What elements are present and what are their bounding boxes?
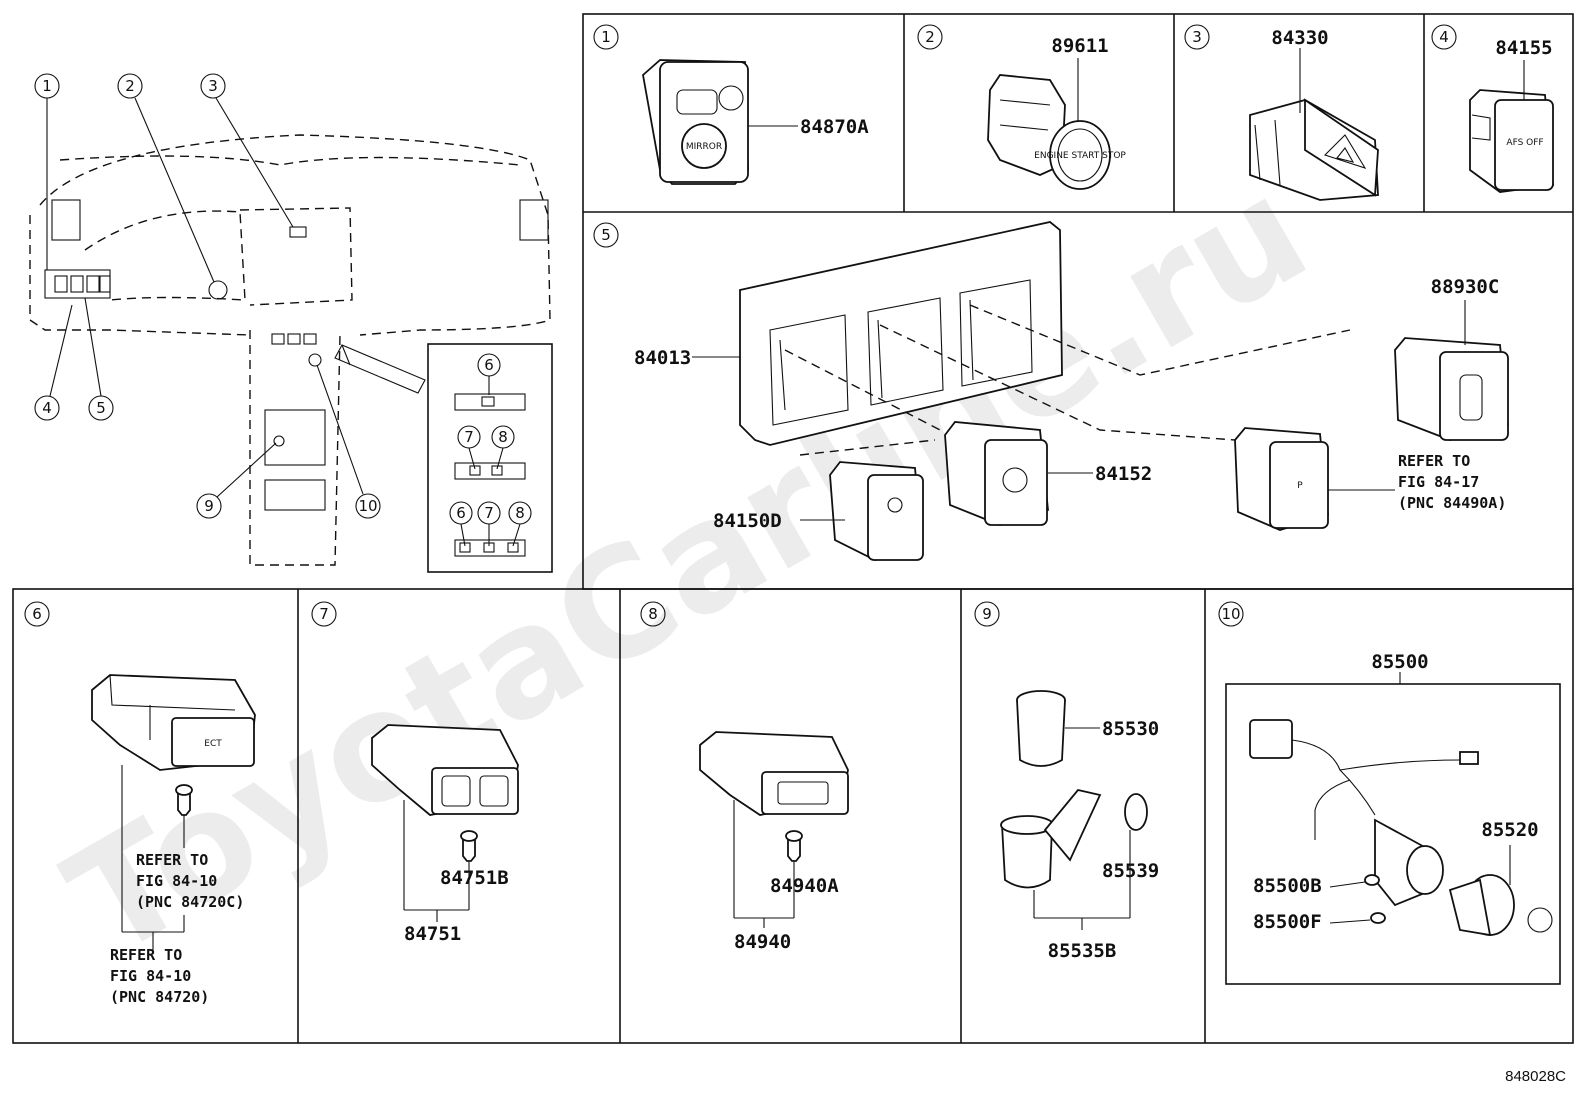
part-84155: 84155: [1495, 37, 1552, 59]
callout-5: 5: [96, 399, 106, 417]
svg-text:2: 2: [925, 28, 935, 46]
callout-9: 9: [204, 497, 214, 515]
svg-text:6: 6: [456, 504, 466, 522]
svg-text:P: P: [1297, 481, 1303, 491]
svg-text:9: 9: [982, 605, 992, 623]
panel5-refer-line2: FIG 84-17: [1398, 473, 1479, 491]
figure-code: 848028C: [1505, 1068, 1566, 1085]
callout-2: 2: [125, 77, 135, 95]
svg-text:ECT: ECT: [204, 739, 222, 749]
panel5-refer-line3: (PNC 84490A): [1398, 494, 1506, 512]
panel-9: 9 85530 85539 85535B: [974, 601, 1159, 962]
panel-3: 3 84330: [1184, 24, 1379, 201]
panel-7: 7 84751B 84751: [311, 601, 519, 945]
svg-text:7: 7: [484, 504, 494, 522]
panel6-refer-b-line3: (PNC 84720): [110, 988, 209, 1006]
part-85500B: 85500B: [1253, 875, 1322, 897]
callout-1: 1: [42, 77, 52, 95]
svg-text:6: 6: [484, 356, 494, 374]
svg-text:7: 7: [319, 605, 329, 623]
panel-6: 6 ECT REFER TO FIG 84-10 (PNC 84720C) RE…: [24, 601, 256, 1006]
part-89611: 89611: [1051, 35, 1108, 57]
panel6-refer-a-line1: REFER TO: [136, 851, 208, 869]
svg-text:8: 8: [498, 428, 508, 446]
svg-text:4: 4: [1439, 28, 1449, 46]
panel-5: 5 84013 84150D 84152 88930C P: [593, 221, 1509, 561]
panel-4: 4 AFS OFF 84155: [1431, 24, 1554, 193]
part-85500: 85500: [1371, 651, 1428, 673]
panel-8: 8 84940A 84940: [640, 601, 849, 953]
panel-1: 1 MIRROR 84870A: [593, 24, 869, 185]
part-85539: 85539: [1102, 860, 1159, 882]
svg-text:AFS OFF: AFS OFF: [1506, 138, 1543, 148]
callout-10: 10: [358, 497, 377, 515]
part-84940: 84940: [734, 931, 791, 953]
dashboard-overview: [29, 134, 551, 566]
callout-4: 4: [42, 399, 52, 417]
part-84330: 84330: [1271, 27, 1328, 49]
panel-10: 10 85500 85520 85500B 85500F: [1218, 601, 1561, 985]
svg-text:5: 5: [601, 226, 611, 244]
svg-text:8: 8: [515, 504, 525, 522]
svg-text:6: 6: [32, 605, 42, 623]
panel6-refer-b-line1: REFER TO: [110, 946, 182, 964]
part-85500F: 85500F: [1253, 911, 1322, 933]
part-84152: 84152: [1095, 463, 1152, 485]
svg-text:MIRROR: MIRROR: [686, 142, 722, 152]
svg-text:10: 10: [1221, 605, 1240, 623]
panel5-refer-line1: REFER TO: [1398, 452, 1470, 470]
svg-text:7: 7: [464, 428, 474, 446]
svg-text:1: 1: [601, 28, 611, 46]
part-84013: 84013: [634, 347, 691, 369]
panel-frames: [12, 13, 1574, 1044]
part-85535B: 85535B: [1048, 940, 1117, 962]
part-84150D: 84150D: [713, 510, 782, 532]
overview-callouts: 1 2 3 4 5 9 10: [34, 73, 381, 519]
overview-inset: 6 7 8 6 7 8: [427, 343, 553, 573]
svg-text:8: 8: [648, 605, 658, 623]
part-85520: 85520: [1481, 819, 1538, 841]
svg-text:ENGINE START STOP: ENGINE START STOP: [1034, 151, 1126, 161]
part-88930C: 88930C: [1431, 276, 1500, 298]
svg-text:3: 3: [1192, 28, 1202, 46]
callout-3: 3: [208, 77, 218, 95]
part-84870A: 84870A: [800, 116, 869, 138]
panel-2: 2 ENGINE START STOP 89611: [917, 24, 1126, 190]
panel6-refer-b-line2: FIG 84-10: [110, 967, 191, 985]
part-85530: 85530: [1102, 718, 1159, 740]
part-84940A: 84940A: [770, 875, 839, 897]
panel6-refer-a-line2: FIG 84-10: [136, 872, 217, 890]
part-84751: 84751: [404, 923, 461, 945]
part-84751B: 84751B: [440, 867, 509, 889]
panel6-refer-a-line3: (PNC 84720C): [136, 893, 244, 911]
